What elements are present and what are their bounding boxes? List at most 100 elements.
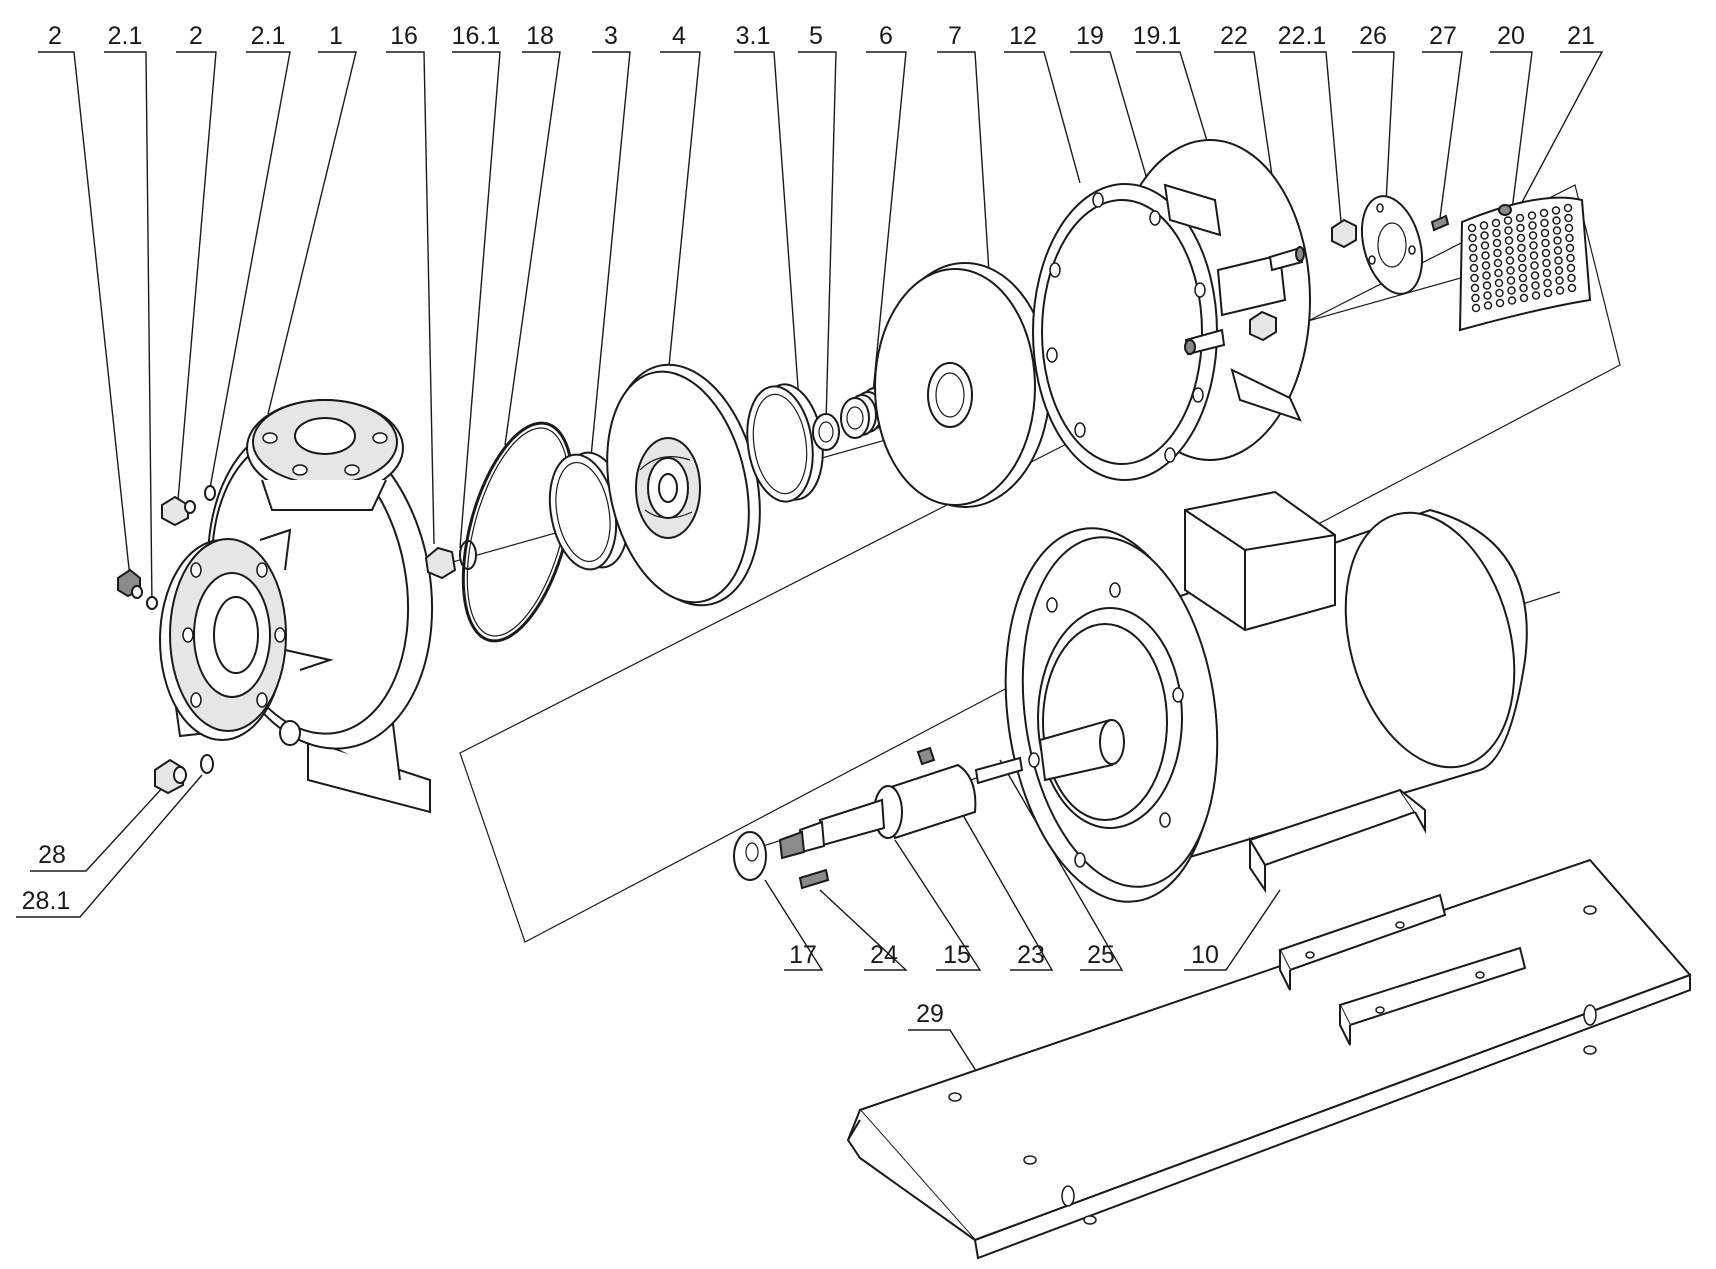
fan-guard-hole — [1494, 268, 1503, 278]
fan-guard-hole — [1468, 233, 1477, 243]
fan-guard-hole — [1530, 271, 1540, 280]
label-18: 18 — [526, 22, 554, 50]
fan-guard-hole — [1553, 246, 1563, 255]
fan-guard-hole — [1480, 231, 1489, 240]
fan-guard-hole — [1564, 223, 1574, 233]
label-3.1: 3.1 — [736, 22, 771, 50]
label-28.1: 28.1 — [22, 887, 71, 915]
fan-guard-hole — [1517, 243, 1526, 253]
fan-guard-hole — [1553, 236, 1562, 245]
fan-guard-hole — [1518, 263, 1527, 273]
fan-guard-hole — [1554, 266, 1564, 275]
fan-guard-hole — [1493, 258, 1503, 268]
fan-guard-hole — [1531, 291, 1541, 300]
fan-guard-hole — [1541, 238, 1550, 248]
fan-guard-hole — [1567, 273, 1576, 283]
base-plate-29 — [846, 858, 1692, 1260]
washer-17 — [733, 831, 767, 881]
fan-guard-hole — [1470, 283, 1480, 293]
fan-guard-hole — [1503, 216, 1513, 225]
plug-28 — [154, 758, 187, 795]
fan-guard-hole — [1552, 226, 1562, 235]
fan-guard-hole — [1494, 278, 1504, 288]
plug-2-upper — [161, 495, 196, 527]
fan-guard-hole — [1563, 203, 1573, 213]
label-4: 4 — [672, 22, 686, 50]
impeller-nut-16 — [424, 546, 457, 580]
label-2-b: 2 — [189, 22, 203, 50]
fan-guard-hole — [1564, 213, 1573, 223]
fan-guard-hole — [1565, 243, 1575, 253]
label-24: 24 — [870, 941, 898, 969]
fan-guard-hole — [1469, 253, 1478, 263]
fan-guard-hole — [1483, 301, 1493, 310]
label-25: 25 — [1087, 941, 1115, 969]
impeller-4 — [606, 363, 761, 607]
fan-guard-hole — [1555, 276, 1564, 285]
fan-guard-hole — [1542, 268, 1552, 278]
bolt-22 — [1268, 246, 1305, 272]
fan-guard-hole — [1543, 288, 1553, 298]
fan-cover-holes-21 — [1467, 203, 1577, 313]
fan-guard-hole — [1483, 291, 1492, 300]
fan-guard-hole — [1505, 246, 1514, 255]
fan-guard-hole — [1470, 273, 1479, 283]
fan-guard-hole — [1491, 218, 1501, 228]
fan-guard-hole — [1471, 303, 1481, 313]
fan-guard-hole — [1504, 226, 1513, 235]
fan-guard-hole — [1492, 238, 1502, 248]
label-6: 6 — [879, 22, 893, 50]
nut-22.1 — [1331, 218, 1357, 249]
fan-guard-hole — [1482, 271, 1491, 280]
fan-guard-hole — [1527, 211, 1537, 220]
fan-guard-hole — [1507, 296, 1517, 305]
label-1: 1 — [329, 22, 343, 50]
fan-guard-hole — [1506, 276, 1516, 285]
label-19: 19 — [1076, 22, 1104, 50]
label-7: 7 — [948, 22, 962, 50]
wear-ring-3.1 — [746, 383, 824, 503]
fan-guard-hole — [1530, 261, 1539, 270]
seal-ring-2.1-lower — [146, 596, 158, 610]
label-29: 29 — [916, 1000, 944, 1028]
fan-guard-hole — [1518, 273, 1528, 283]
label-26: 26 — [1359, 22, 1387, 50]
label-2.1-b: 2.1 — [251, 22, 286, 50]
fan-guard-hole — [1566, 263, 1576, 273]
label-19.1: 19.1 — [1133, 22, 1182, 50]
fan-guard-hole — [1495, 298, 1505, 308]
fan-guard-hole — [1554, 256, 1563, 265]
seal-ring-28.1 — [200, 754, 214, 774]
label-3: 3 — [604, 22, 618, 50]
label-22.1: 22.1 — [1278, 22, 1327, 50]
fan-guard-hole — [1542, 258, 1551, 268]
fan-guard-hole — [1492, 228, 1501, 238]
fan-guard-hole — [1555, 286, 1565, 295]
fan-guard-hole — [1467, 223, 1477, 233]
label-5: 5 — [809, 22, 823, 50]
fan-guard-hole — [1481, 261, 1491, 270]
fan-guard-hole — [1516, 233, 1526, 243]
label-12: 12 — [1009, 22, 1037, 50]
fan-guard-hole — [1468, 243, 1478, 253]
label-20: 20 — [1497, 22, 1525, 50]
key-24 — [798, 868, 830, 890]
label-2.1-a: 2.1 — [108, 22, 143, 50]
left-labels: 28 28.1 — [22, 841, 71, 915]
fan-cover-20 — [1458, 196, 1592, 332]
label-2-a: 2 — [48, 22, 62, 50]
fan-guard-hole — [1540, 228, 1550, 238]
fan-guard-hole — [1551, 206, 1561, 215]
key-25 — [974, 756, 1024, 785]
fan-guard-hole — [1495, 288, 1504, 298]
fan-guard-hole — [1528, 221, 1537, 230]
fan-guard-hole — [1539, 208, 1549, 218]
top-labels: 2 2.1 2 2.1 1 16 16.1 18 3 4 3.1 5 6 7 1… — [48, 22, 1595, 50]
seal-ring-2.1-upper — [204, 485, 216, 501]
label-21: 21 — [1567, 22, 1595, 50]
fan-guard-hole — [1543, 278, 1552, 288]
fan-guard-hole — [1531, 281, 1540, 290]
flange-plate-26 — [1361, 195, 1423, 295]
